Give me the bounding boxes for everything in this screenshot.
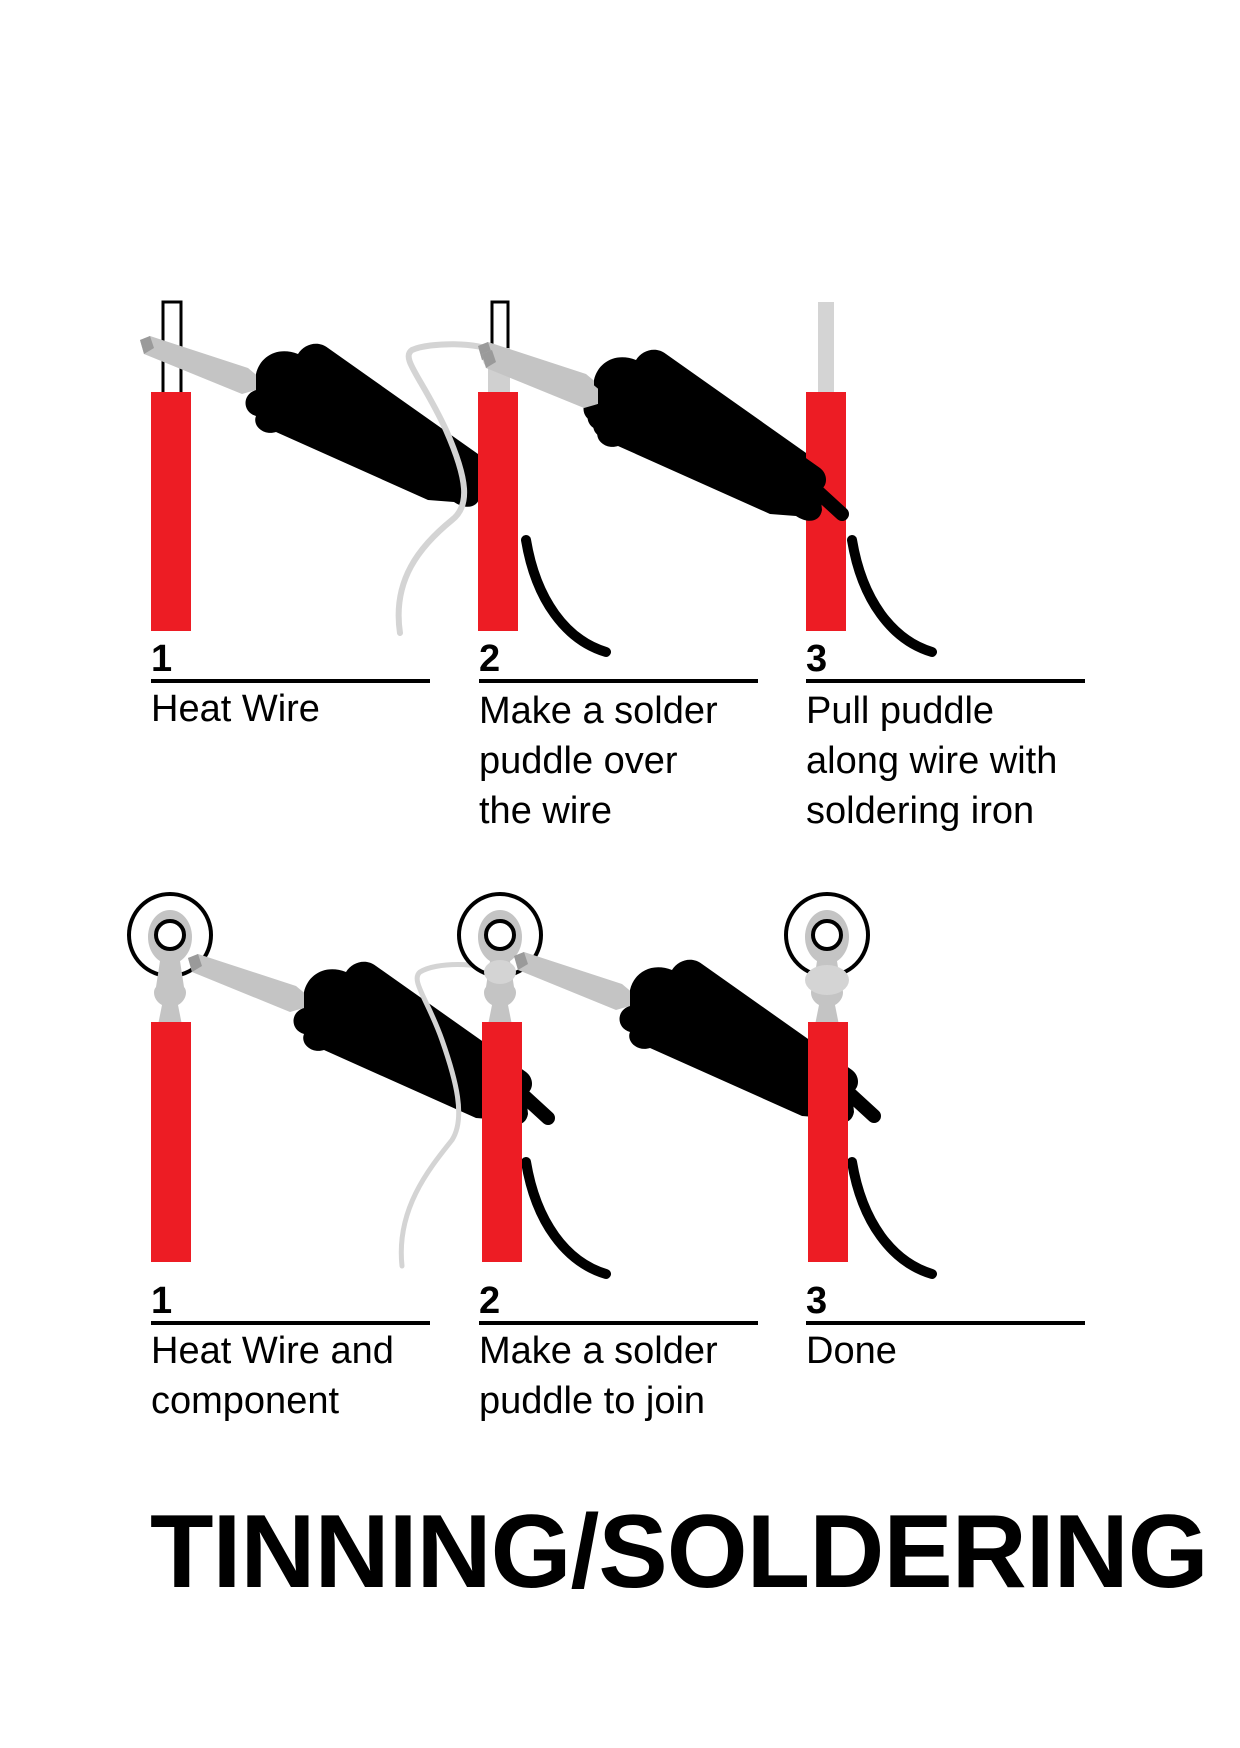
solder-puddle [484, 960, 516, 984]
page-title: TINNING/SOLDERING [150, 1494, 1209, 1610]
cable-icon [852, 1162, 932, 1274]
solder-strand-icon [395, 341, 497, 636]
step-divider [806, 679, 1085, 683]
wire-sleeve [482, 1022, 522, 1262]
step-number: 1 [151, 1280, 173, 1322]
wire-sleeve [151, 392, 191, 631]
soldering-iron-icon [140, 336, 500, 507]
solder-strand-icon [398, 962, 503, 1269]
step-1b-illustration [127, 892, 548, 1262]
solder-joint [805, 965, 849, 995]
step-divider [479, 1321, 758, 1325]
wire-sleeve [151, 1022, 191, 1262]
step-1-illustration [140, 300, 500, 631]
step-caption: Done [806, 1330, 897, 1372]
cable-icon [526, 540, 606, 652]
step-caption: Make a solder puddle over the wire [479, 690, 718, 832]
step-caption: Heat Wire and component [151, 1330, 394, 1422]
step-number: 3 [806, 1280, 828, 1322]
step-number: 3 [806, 638, 828, 680]
cable-icon [526, 1162, 606, 1274]
soldering-iron-icon [482, 350, 842, 521]
step-2b-illustration [398, 892, 874, 1274]
ring-terminal-icon [784, 892, 870, 1027]
step-divider [479, 679, 758, 683]
step-number: 1 [151, 638, 173, 680]
step-number: 2 [479, 1280, 501, 1322]
wire-sleeve [808, 1022, 848, 1262]
step-3b-illustration [784, 892, 932, 1274]
step-caption: Make a solder puddle to join [479, 1330, 718, 1422]
step-divider [806, 1321, 1085, 1325]
step-caption: Pull puddle along wire with soldering ir… [806, 690, 1058, 832]
step-3-illustration [482, 302, 932, 652]
step-caption: Heat Wire [151, 688, 320, 730]
step-divider [151, 679, 430, 683]
step-divider [151, 1321, 430, 1325]
cable-icon [852, 540, 932, 652]
step-number: 2 [479, 638, 501, 680]
wire-sleeve [478, 392, 518, 631]
tinned-wire-icon [818, 302, 834, 394]
